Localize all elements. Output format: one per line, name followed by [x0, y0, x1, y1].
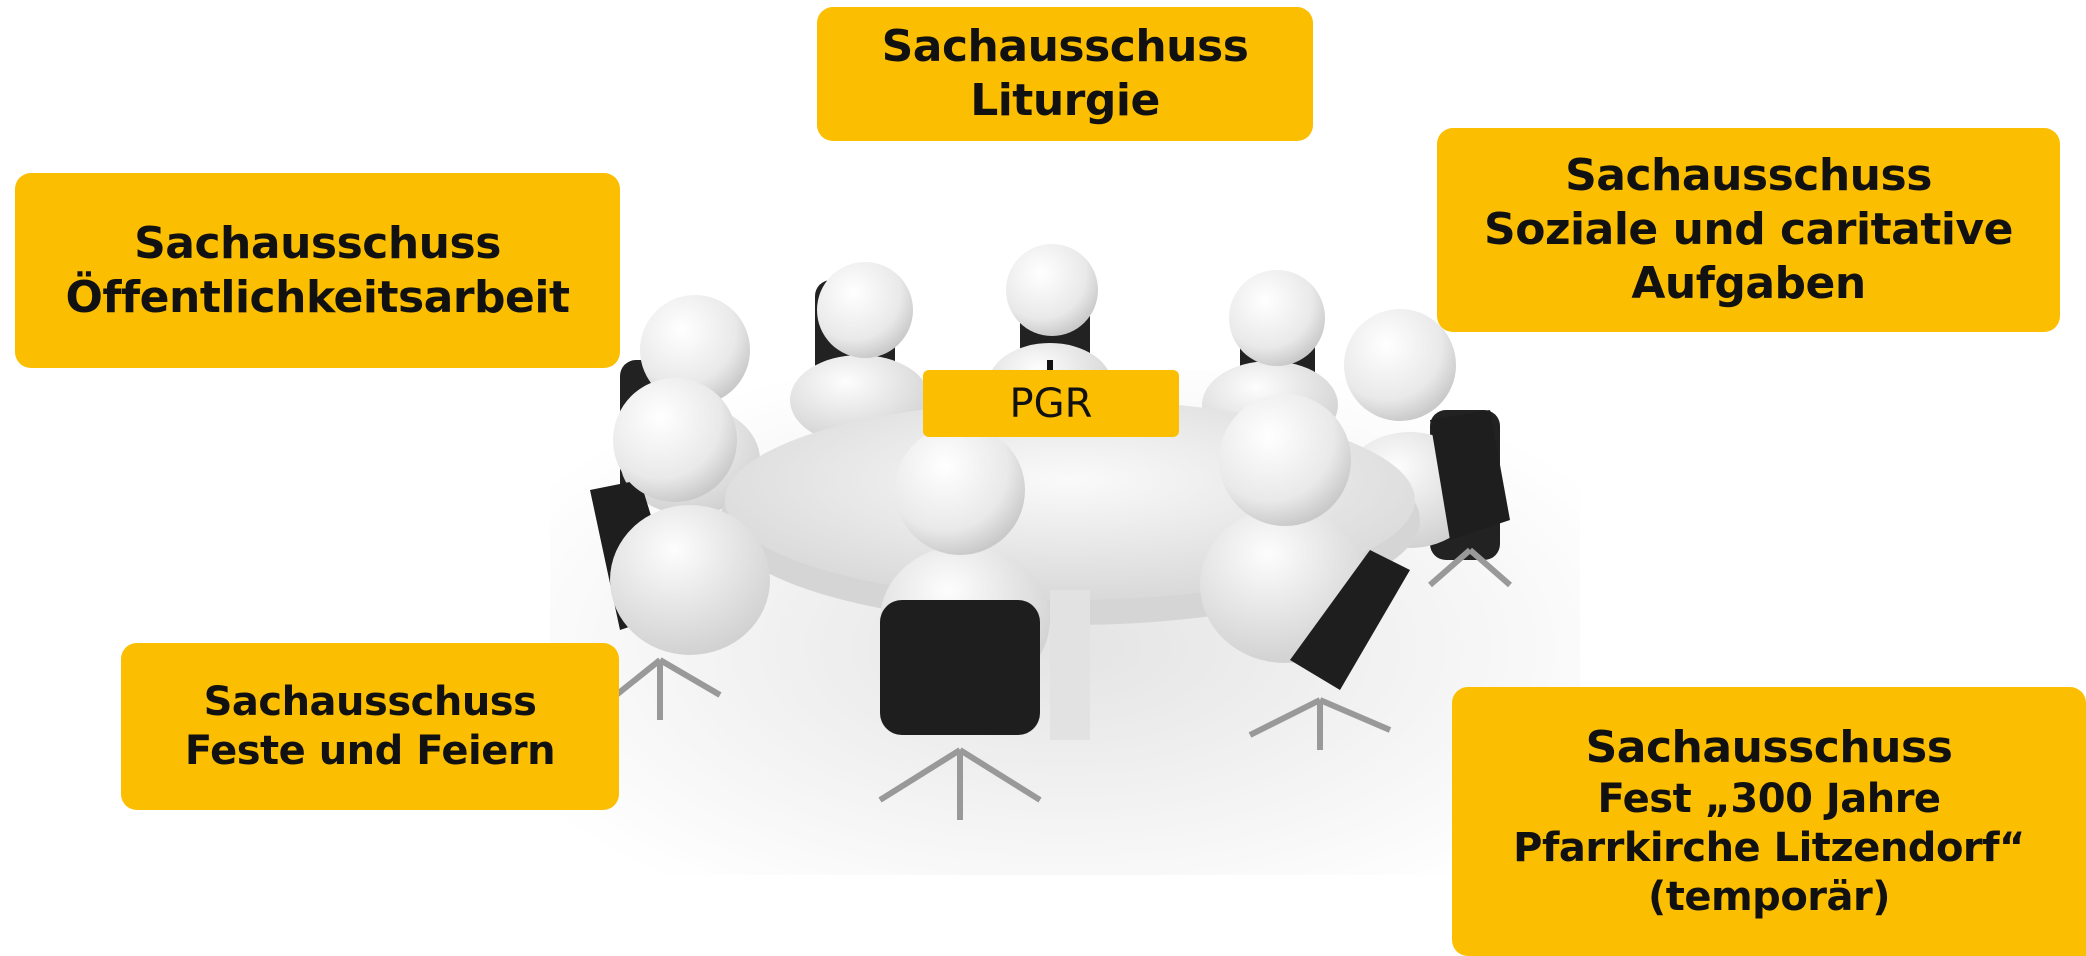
committee-box-soziale-aufgaben: Sachausschuss Soziale und caritative Auf… — [1437, 128, 2060, 332]
committee-box-liturgie: Sachausschuss Liturgie — [817, 7, 1313, 141]
figure-right-front — [1428, 410, 1512, 588]
round-table-meeting-icon — [550, 244, 1580, 875]
figure-front-center — [878, 425, 1050, 820]
committee-box-fest-300-jahre: Sachausschuss Fest „300 Jahre Pfarrkirch… — [1452, 687, 2086, 956]
committee-feste-line-2: Feste und Feiern — [184, 727, 556, 774]
figure-front-left — [590, 378, 770, 720]
committee-feste-line-1: Sachausschuss — [203, 678, 537, 725]
committee-liturgie-line-2: Liturgie — [970, 75, 1160, 126]
committee-box-feste-und-feiern: Sachausschuss Feste und Feiern — [121, 643, 619, 810]
committee-oeff-line-1: Sachausschuss — [134, 217, 501, 269]
pgr-label-box: PGR — [923, 370, 1179, 437]
committee-fest300-line-3: Pfarrkirche Litzendorf“ — [1513, 824, 2025, 871]
table-leg — [1050, 590, 1090, 740]
committee-sozial-line-3: Aufgaben — [1631, 257, 1866, 309]
committee-box-oeffentlichkeitsarbeit: Sachausschuss Öffentlichkeitsarbeit — [15, 173, 620, 368]
committee-fest300-line-2: Fest „300 Jahre — [1597, 776, 1941, 823]
committee-fest300-line-1: Sachausschuss — [1585, 722, 1953, 774]
committee-sozial-line-2: Soziale und caritative — [1484, 204, 2013, 256]
committee-sozial-line-1: Sachausschuss — [1565, 150, 1932, 202]
committee-oeff-line-2: Öffentlichkeitsarbeit — [65, 271, 570, 323]
committee-liturgie-line-1: Sachausschuss — [881, 21, 1249, 73]
pgr-label: PGR — [1009, 380, 1093, 427]
figure-front-right — [1200, 394, 1410, 750]
committee-fest300-line-4: (temporär) — [1647, 873, 1891, 920]
